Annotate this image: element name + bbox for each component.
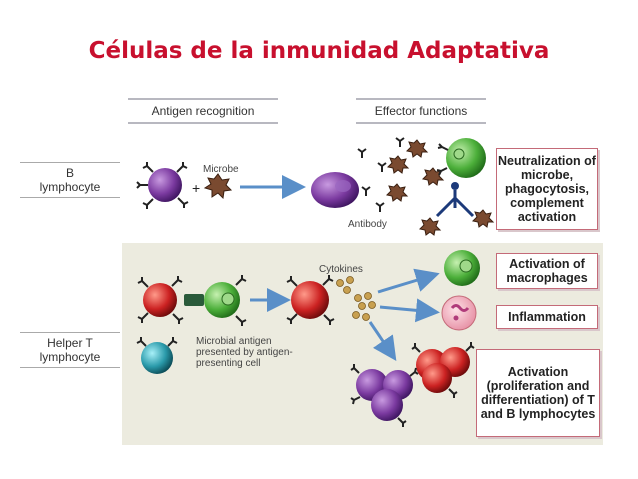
header-effector-functions: Effector functions <box>356 98 486 124</box>
effect-activation-lymphocytes: Activation (proliferation and differenti… <box>476 349 600 437</box>
complement-icon <box>435 182 475 218</box>
microbial-antigen-label: Microbial antigen presented by antigen-p… <box>196 336 293 369</box>
phagocyte <box>436 138 486 178</box>
row-label-b: B lymphocyte <box>20 162 120 198</box>
lymphocyte-cluster <box>350 342 475 427</box>
teal-cell <box>136 337 178 374</box>
row-label-t: Helper T lymphocyte <box>20 332 120 368</box>
header-antigen-recognition: Antigen recognition <box>128 98 278 124</box>
row-label-t-text: Helper T lymphocyte <box>39 336 101 364</box>
plus-sign: + <box>192 180 200 196</box>
macrophage <box>444 250 480 286</box>
b-cell <box>136 162 189 209</box>
microbe-cluster-icons <box>385 139 495 236</box>
microbe-icon <box>203 173 233 200</box>
arrow-proliferation <box>368 321 397 361</box>
antibody-icons <box>357 137 405 212</box>
effect-inflammation: Inflammation <box>496 305 598 329</box>
activated-t-cell <box>286 275 335 325</box>
page-title: Células de la inmunidad Adaptativa <box>88 38 550 64</box>
naive-t-cell <box>137 276 184 324</box>
header-antigen-recognition-label: Antigen recognition <box>151 104 255 118</box>
arrow-inflammation <box>379 298 440 323</box>
effect-neutralization: Neutralization of microbe, phagocytosis,… <box>496 148 598 230</box>
cytokine-dots <box>336 276 376 321</box>
row-label-b-text: B lymphocyte <box>39 166 101 194</box>
inflammation-cell <box>441 295 477 331</box>
plasma-cell <box>311 172 359 208</box>
cytokines-label: Cytokines <box>319 264 363 275</box>
apc-cell <box>184 275 247 326</box>
microbe-label: Microbe <box>203 164 239 175</box>
arrow-macrophage <box>377 268 440 294</box>
effect-activation-macrophages: Activation of macrophages <box>496 253 598 289</box>
header-effector-functions-label: Effector functions <box>374 104 468 118</box>
antibody-label: Antibody <box>348 219 387 230</box>
